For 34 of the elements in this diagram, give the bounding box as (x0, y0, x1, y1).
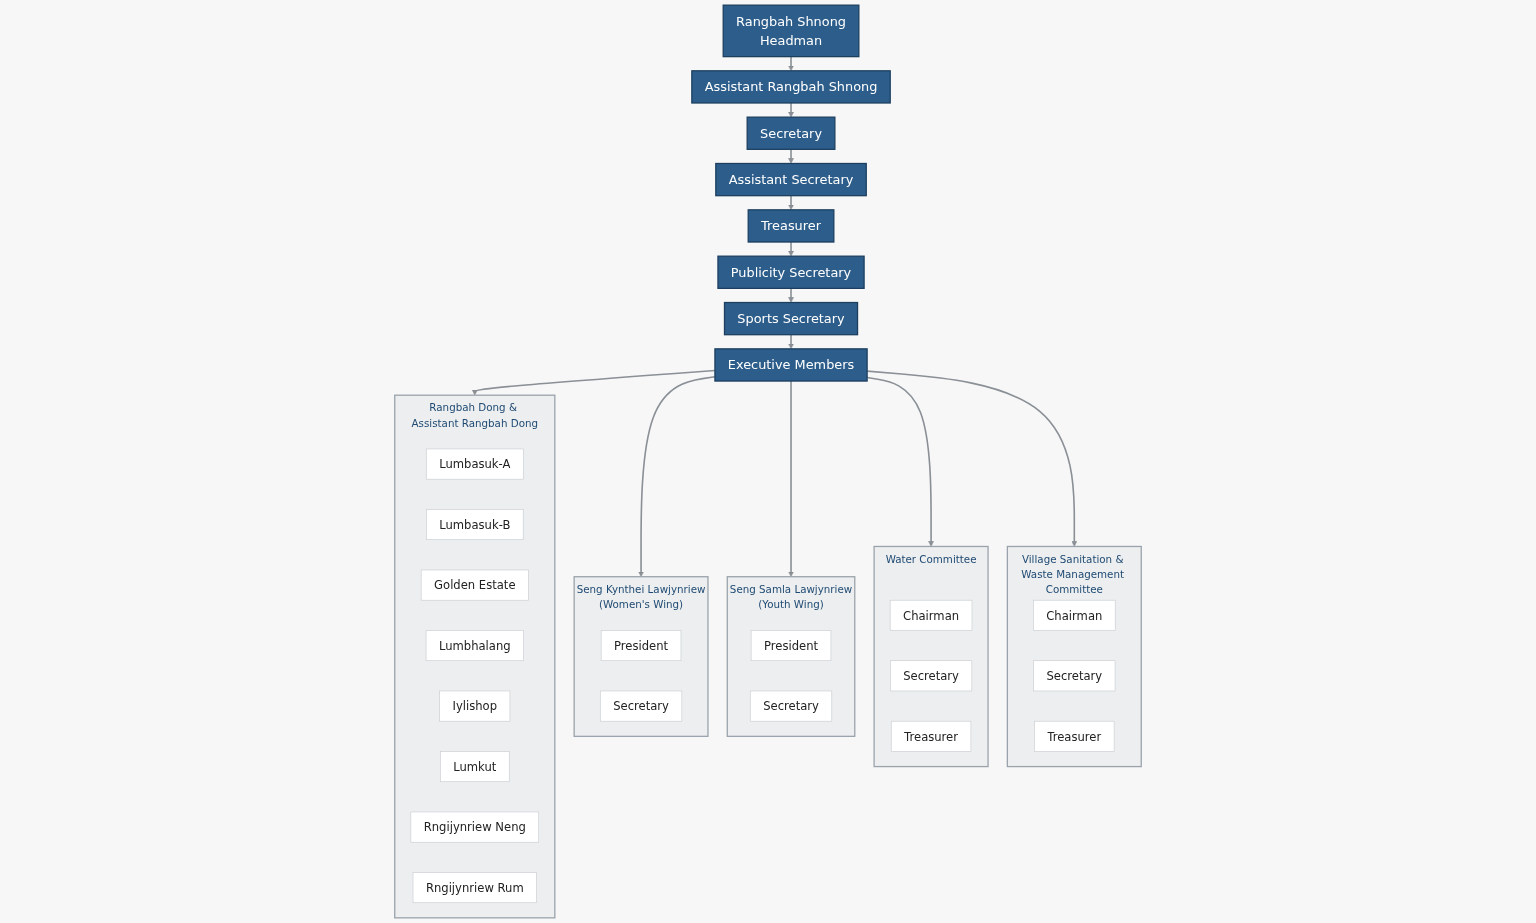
node-box: Executive Members (714, 348, 868, 382)
node-box: Chairman (889, 599, 973, 631)
arrow (788, 194, 794, 211)
node-box: Treasurer (747, 209, 835, 243)
node-box: Assistant Secretary (715, 162, 867, 197)
node-box: Chairman (1033, 599, 1116, 631)
node-box: Secretary (749, 690, 833, 722)
node-box: Golden Estate (420, 569, 529, 601)
arrow (788, 148, 794, 164)
node-box: Secretary (1033, 660, 1116, 692)
arrow (788, 380, 794, 577)
node-box: Rngijynriew Rum (412, 872, 537, 904)
node-box: Lumbhalang (425, 630, 524, 662)
node-box: Sports Secretary (723, 301, 859, 336)
arrow (788, 102, 794, 118)
node-box: Treasurer (890, 720, 972, 752)
node-box: Secretary (599, 690, 683, 722)
node-box: Iylishop (439, 690, 511, 722)
node-box: President (600, 630, 682, 662)
node-box: Rngijynriew Neng (410, 811, 540, 843)
node-box: Lumbasuk-B (426, 509, 524, 541)
arrow (788, 333, 794, 350)
arrow (788, 241, 794, 257)
node-box: President (750, 630, 832, 662)
node-box: Treasurer (1034, 720, 1115, 752)
node-box: Secretary (890, 660, 973, 692)
node-box: Assistant Rangbah Shnong (691, 70, 891, 104)
node-box: Secretary (746, 116, 836, 150)
arrow (788, 287, 794, 303)
arrow (788, 55, 794, 72)
node-box: Publicity Secretary (717, 255, 865, 289)
node-box: Lumbasuk-A (425, 448, 524, 480)
node-box: Rangbah Shnong Headman (722, 4, 860, 58)
node-box: Lumkut (440, 751, 510, 783)
